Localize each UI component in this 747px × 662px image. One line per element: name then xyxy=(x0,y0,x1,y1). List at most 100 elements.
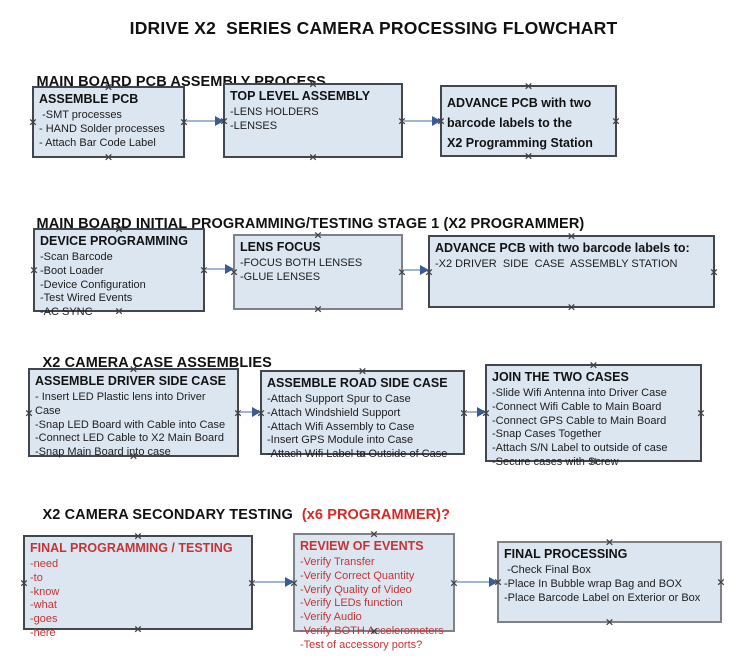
connector-handle-icon[interactable]: × xyxy=(369,624,379,638)
connector-handle-icon[interactable]: × xyxy=(256,406,266,419)
box-item: -here xyxy=(30,626,56,639)
connector-handle-icon[interactable]: × xyxy=(24,406,34,419)
flow-box-advance-pcb-programming-station[interactable]: ADVANCE PCB with two barcode labels to t… xyxy=(436,81,621,162)
connector-handle-icon[interactable]: × xyxy=(219,114,229,127)
connector-handle-icon[interactable]: × xyxy=(133,529,143,543)
connector-handle-icon[interactable]: × xyxy=(357,447,368,461)
connector-handle-icon[interactable]: × xyxy=(114,222,124,236)
connector-handle-icon[interactable]: × xyxy=(436,114,446,128)
box-item: -Verify BOTH Accelerometers xyxy=(300,624,444,637)
box-item-list: -Check Final Box-Place In Bubble wrap Ba… xyxy=(504,564,715,605)
box-item-list: -Verify Transfer-Verify Correct Quantity… xyxy=(300,556,448,653)
connector-handle-icon[interactable]: × xyxy=(313,302,323,316)
box-item: -X2 DRIVER SIDE CASE ASSEMBLY STATION xyxy=(435,258,678,270)
connector-handle-icon[interactable]: × xyxy=(604,615,615,629)
box-item-list: -Scan Barcode-Boot Loader-Device Configu… xyxy=(40,251,198,320)
connector-handle-icon[interactable]: × xyxy=(19,576,29,589)
connector-handle-icon[interactable]: × xyxy=(588,358,599,372)
connector-handle-icon[interactable]: × xyxy=(604,535,615,549)
flow-box-assemble-pcb[interactable]: ASSEMBLE PCB -SMT processes- HAND Solder… xyxy=(28,82,189,163)
arrow-line xyxy=(254,581,286,583)
flow-box-top-level-assembly[interactable]: TOP LEVEL ASSEMBLY -LENS HOLDERS-LENSES … xyxy=(219,79,407,163)
box-item: -need xyxy=(30,558,59,570)
flow-box-assemble-road-side-case[interactable]: ASSEMBLE ROAD SIDE CASE -Attach Support … xyxy=(256,366,469,461)
flow-box-device-programming[interactable]: DEVICE PROGRAMMING -Scan Barcode-Boot Lo… xyxy=(29,224,209,319)
flow-box-final-processing[interactable]: FINAL PROCESSING -Check Final Box-Place … xyxy=(493,537,726,628)
arrow-line xyxy=(240,411,253,413)
box-item: -Device Configuration xyxy=(40,278,146,291)
connector-handle-icon[interactable]: × xyxy=(566,300,577,314)
connector-handle-icon[interactable]: × xyxy=(233,406,243,419)
connector-handle-icon[interactable]: × xyxy=(493,575,503,589)
box-item: -SMT processes xyxy=(39,109,122,121)
flow-box-lens-focus[interactable]: LENS FOCUS -FOCUS BOTH LENSES-GLUE LENSE… xyxy=(229,230,407,315)
box-item: -Verify LEDs function xyxy=(300,597,403,610)
box-title: ASSEMBLE PCB xyxy=(39,92,139,106)
box-item: -Boot Loader xyxy=(40,264,104,277)
section-heading-text: X2 CAMERA CASE ASSEMBLIES xyxy=(42,355,272,371)
connector-handle-icon[interactable]: × xyxy=(229,265,239,279)
arrow-head-icon xyxy=(489,577,498,587)
arrow-line xyxy=(186,120,216,122)
box-item: - Insert LED Plastic lens into Driver Ca… xyxy=(35,391,209,417)
connector-handle-icon[interactable]: × xyxy=(459,406,469,419)
flow-box-final-programming-testing[interactable]: FINAL PROGRAMMING / TESTING -need-to-kno… xyxy=(19,531,257,639)
connector-handle-icon[interactable]: × xyxy=(289,576,299,589)
connector-handle-icon[interactable]: × xyxy=(716,575,726,589)
connector-handle-icon[interactable]: × xyxy=(696,406,706,420)
connector-handle-icon[interactable]: × xyxy=(369,527,379,541)
connector-handle-icon[interactable]: × xyxy=(566,229,577,243)
connector-handle-icon[interactable]: × xyxy=(308,150,318,164)
connector-handle-icon[interactable]: × xyxy=(588,454,599,468)
connector-handle-icon[interactable]: × xyxy=(424,265,434,278)
connector-handle-icon[interactable]: × xyxy=(128,449,139,463)
connector-handle-icon[interactable]: × xyxy=(523,149,534,163)
connector-handle-icon[interactable]: × xyxy=(449,576,459,589)
box-title: FINAL PROGRAMMING / TESTING xyxy=(30,541,233,555)
connector-handle-icon[interactable]: × xyxy=(709,265,719,278)
connector-handle-icon[interactable]: × xyxy=(103,80,114,94)
box-item: -Verify Audio xyxy=(300,611,362,624)
connector-handle-icon[interactable]: × xyxy=(611,114,621,128)
connector-handle-icon[interactable]: × xyxy=(523,79,534,93)
arrow-head-icon xyxy=(420,265,429,275)
box-item: -Connect GPS Cable to Main Board xyxy=(492,414,667,427)
box-item: -Attach Support Spur to Case xyxy=(267,393,411,405)
connector-handle-icon[interactable]: × xyxy=(29,263,39,277)
flow-box-review-of-events[interactable]: REVIEW OF EVENTS -Verify Transfer-Verify… xyxy=(289,529,459,651)
box-title: ASSEMBLE ROAD SIDE CASE xyxy=(267,376,448,390)
connector-handle-icon[interactable]: × xyxy=(397,114,407,127)
box-item-list: -Attach Support Spur to Case-Attach Wind… xyxy=(267,393,458,462)
box-item-list: -X2 DRIVER SIDE CASE ASSEMBLY STATION xyxy=(435,258,708,272)
connector-handle-icon[interactable]: × xyxy=(199,263,209,277)
page-title: IDRIVE X2 SERIES CAMERA PROCESSING FLOWC… xyxy=(129,18,618,38)
connector-handle-icon[interactable]: × xyxy=(114,304,124,318)
box-item-list: -need-to-know-what-goes-here xyxy=(30,558,246,641)
box-item-list: -SMT processes- HAND Solder processes- A… xyxy=(39,109,178,150)
connector-handle-icon[interactable]: × xyxy=(103,150,114,164)
flow-box-advance-pcb-driver-side-station[interactable]: ADVANCE PCB with two barcode labels to: … xyxy=(424,231,719,313)
connector-handle-icon[interactable]: × xyxy=(308,77,318,91)
connector-handle-icon[interactable]: × xyxy=(481,406,491,420)
connector-handle-icon[interactable]: × xyxy=(357,364,368,378)
box-item: -Verify Transfer xyxy=(300,556,375,568)
section-heading-text: X2 CAMERA SECONDARY TESTING xyxy=(42,507,293,523)
box-title: TOP LEVEL ASSEMBLY xyxy=(230,89,371,103)
connector-handle-icon[interactable]: × xyxy=(313,228,323,242)
connector-handle-icon[interactable]: × xyxy=(247,576,257,589)
arrow-head-icon xyxy=(252,407,261,417)
arrow-line xyxy=(404,120,433,122)
box-title: LENS FOCUS xyxy=(240,240,321,254)
connector-handle-icon[interactable]: × xyxy=(128,362,139,376)
flow-box-assemble-driver-side-case[interactable]: ASSEMBLE DRIVER SIDE CASE - Insert LED P… xyxy=(24,364,243,462)
connector-handle-icon[interactable]: × xyxy=(397,265,407,279)
connector-handle-icon[interactable]: × xyxy=(133,622,143,636)
arrow-head-icon xyxy=(477,407,486,417)
connector-handle-icon[interactable]: × xyxy=(179,115,189,129)
flow-box-join-the-two-cases[interactable]: JOIN THE TWO CASES -Slide Wifi Antenna i… xyxy=(481,360,706,468)
box-item: -Scan Barcode xyxy=(40,251,113,263)
connector-handle-icon[interactable]: × xyxy=(28,115,38,129)
box-title: ADVANCE PCB with two barcode labels to t… xyxy=(447,96,593,150)
box-title: DEVICE PROGRAMMING xyxy=(40,234,188,248)
box-item: -what xyxy=(30,599,57,612)
